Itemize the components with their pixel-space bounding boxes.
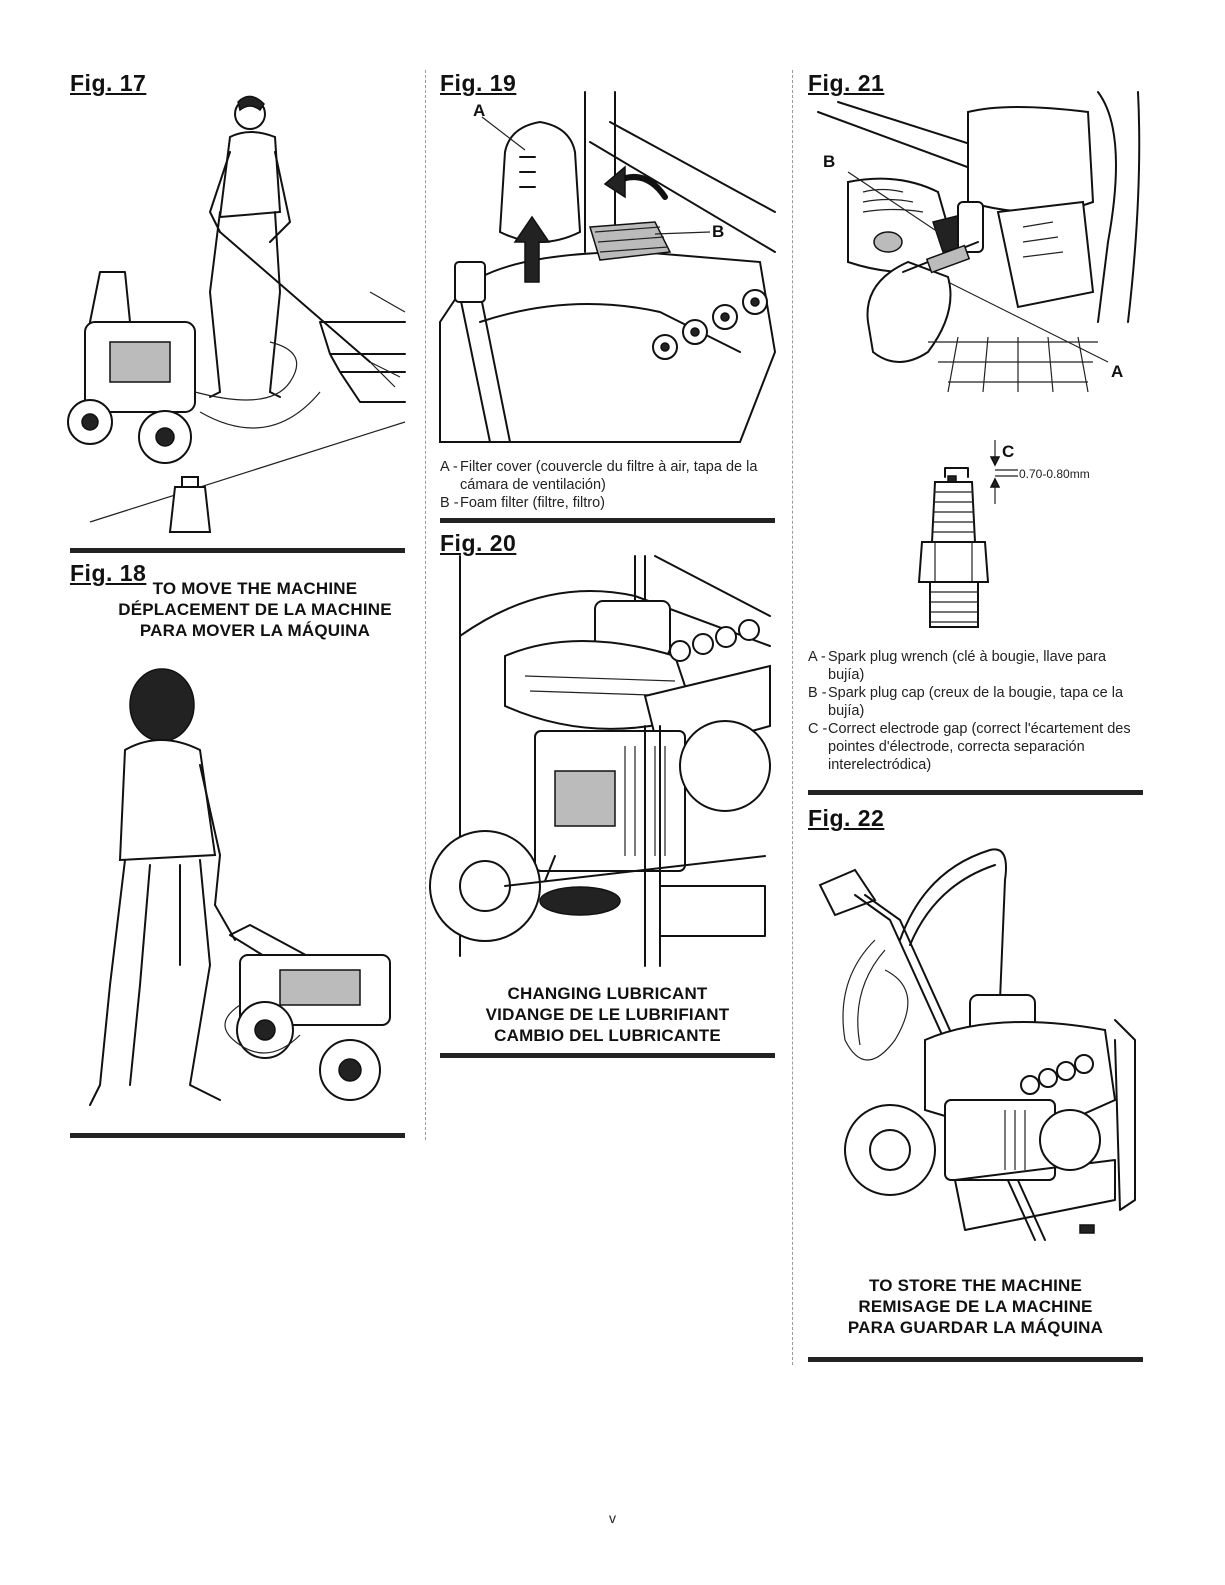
fig22-caption: TO STORE THE MACHINE REMISAGE DE LA MACH… bbox=[808, 1275, 1143, 1338]
fig17-title: Fig. 17 bbox=[70, 70, 147, 96]
fig21-label-c: C bbox=[1002, 442, 1014, 461]
fig19-rule bbox=[440, 518, 775, 523]
gap-value: 0.70-0.80mm bbox=[1019, 467, 1090, 481]
fig21-legend-item-b: B - Spark plug cap (creux de la bougie, … bbox=[808, 684, 1143, 720]
page-number: v bbox=[609, 1510, 616, 1526]
fig18-caption: TO MOVE THE MACHINE DÉPLACEMENT DE LA MA… bbox=[100, 578, 410, 641]
fig18-caption-line1: TO MOVE THE MACHINE bbox=[152, 579, 358, 598]
fig17-illustration bbox=[67, 95, 406, 533]
fig19-legend-text-b: Foam filter (filtre, filtro) bbox=[460, 495, 606, 511]
fig21-label-a: A bbox=[1111, 362, 1123, 381]
spark-plug-diagram: C 0.70-0.80mm bbox=[917, 440, 1090, 628]
fig21-legend-item-a: A - Spark plug wrench (clé à bougie, lla… bbox=[808, 648, 1143, 684]
fig22-rule bbox=[808, 1357, 1143, 1362]
fig18-caption-line3: PARA MOVER LA MÁQUINA bbox=[139, 621, 371, 640]
fig20-illustration bbox=[429, 555, 771, 967]
fig21-rule bbox=[808, 790, 1143, 795]
fig18-illustration bbox=[89, 668, 391, 1106]
column-divider-left bbox=[425, 70, 426, 1140]
fig22-title: Fig. 22 bbox=[808, 805, 885, 831]
fig21-legend-key-b: B - bbox=[808, 685, 827, 701]
fig19-label-a: A bbox=[473, 101, 485, 120]
fig20-caption-line3: CAMBIO DEL LUBRICANTE bbox=[494, 1026, 721, 1045]
fig22-caption-line3: PARA GUARDAR LA MÁQUINA bbox=[847, 1318, 1104, 1337]
fig17-rule bbox=[70, 548, 405, 553]
fig19-legend-item-b: B - Foam filter (filtre, filtro) bbox=[440, 494, 775, 512]
fig20-title: Fig. 20 bbox=[440, 530, 517, 556]
fig20-caption-line2: VIDANGE DE LE LUBRIFIANT bbox=[485, 1005, 730, 1024]
fig19-illustration: A B bbox=[439, 91, 777, 443]
fig19-legend-text-a: Filter cover (couvercle du filtre à air,… bbox=[460, 459, 758, 493]
fig18-caption-line2: DÉPLACEMENT DE LA MACHINE bbox=[118, 600, 392, 619]
fig19-title: Fig. 19 bbox=[440, 70, 517, 96]
fig21-legend-key-c: C - bbox=[808, 721, 828, 737]
fig21-legend: A - Spark plug wrench (clé à bougie, lla… bbox=[808, 648, 1143, 774]
fig21-legend-text-c: Correct electrode gap (correct l'écartem… bbox=[828, 721, 1131, 773]
fig19-legend-item-a: A - Filter cover (couvercle du filtre à … bbox=[440, 458, 775, 494]
fig21-legend-key-a: A - bbox=[808, 649, 826, 665]
fig21-legend-text-b: Spark plug cap (creux de la bougie, tapa… bbox=[828, 685, 1124, 719]
fig19-label-b: B bbox=[712, 222, 724, 241]
fig18-rule bbox=[70, 1133, 405, 1138]
fig21-illustration: B A bbox=[817, 91, 1141, 393]
fig22-caption-line2: REMISAGE DE LA MACHINE bbox=[858, 1297, 1093, 1316]
fig22-illustration bbox=[818, 848, 1136, 1241]
column-divider-right bbox=[792, 70, 793, 1365]
fig20-caption: CHANGING LUBRICANT VIDANGE DE LE LUBRIFI… bbox=[440, 983, 775, 1046]
fig19-legend: A - Filter cover (couvercle du filtre à … bbox=[440, 458, 775, 512]
fig19-legend-key-a: A - bbox=[440, 459, 458, 475]
fig22-caption-line1: TO STORE THE MACHINE bbox=[868, 1276, 1083, 1295]
fig21-legend-item-c: C - Correct electrode gap (correct l'éca… bbox=[808, 720, 1143, 774]
fig21-legend-text-a: Spark plug wrench (clé à bougie, llave p… bbox=[828, 649, 1107, 683]
fig18-title: Fig. 18 bbox=[70, 560, 147, 586]
fig20-caption-line1: CHANGING LUBRICANT bbox=[507, 984, 708, 1003]
fig19-legend-key-b: B - bbox=[440, 495, 459, 511]
fig21-label-b: B bbox=[823, 152, 835, 171]
fig20-rule bbox=[440, 1053, 775, 1058]
fig21-title: Fig. 21 bbox=[808, 70, 885, 96]
